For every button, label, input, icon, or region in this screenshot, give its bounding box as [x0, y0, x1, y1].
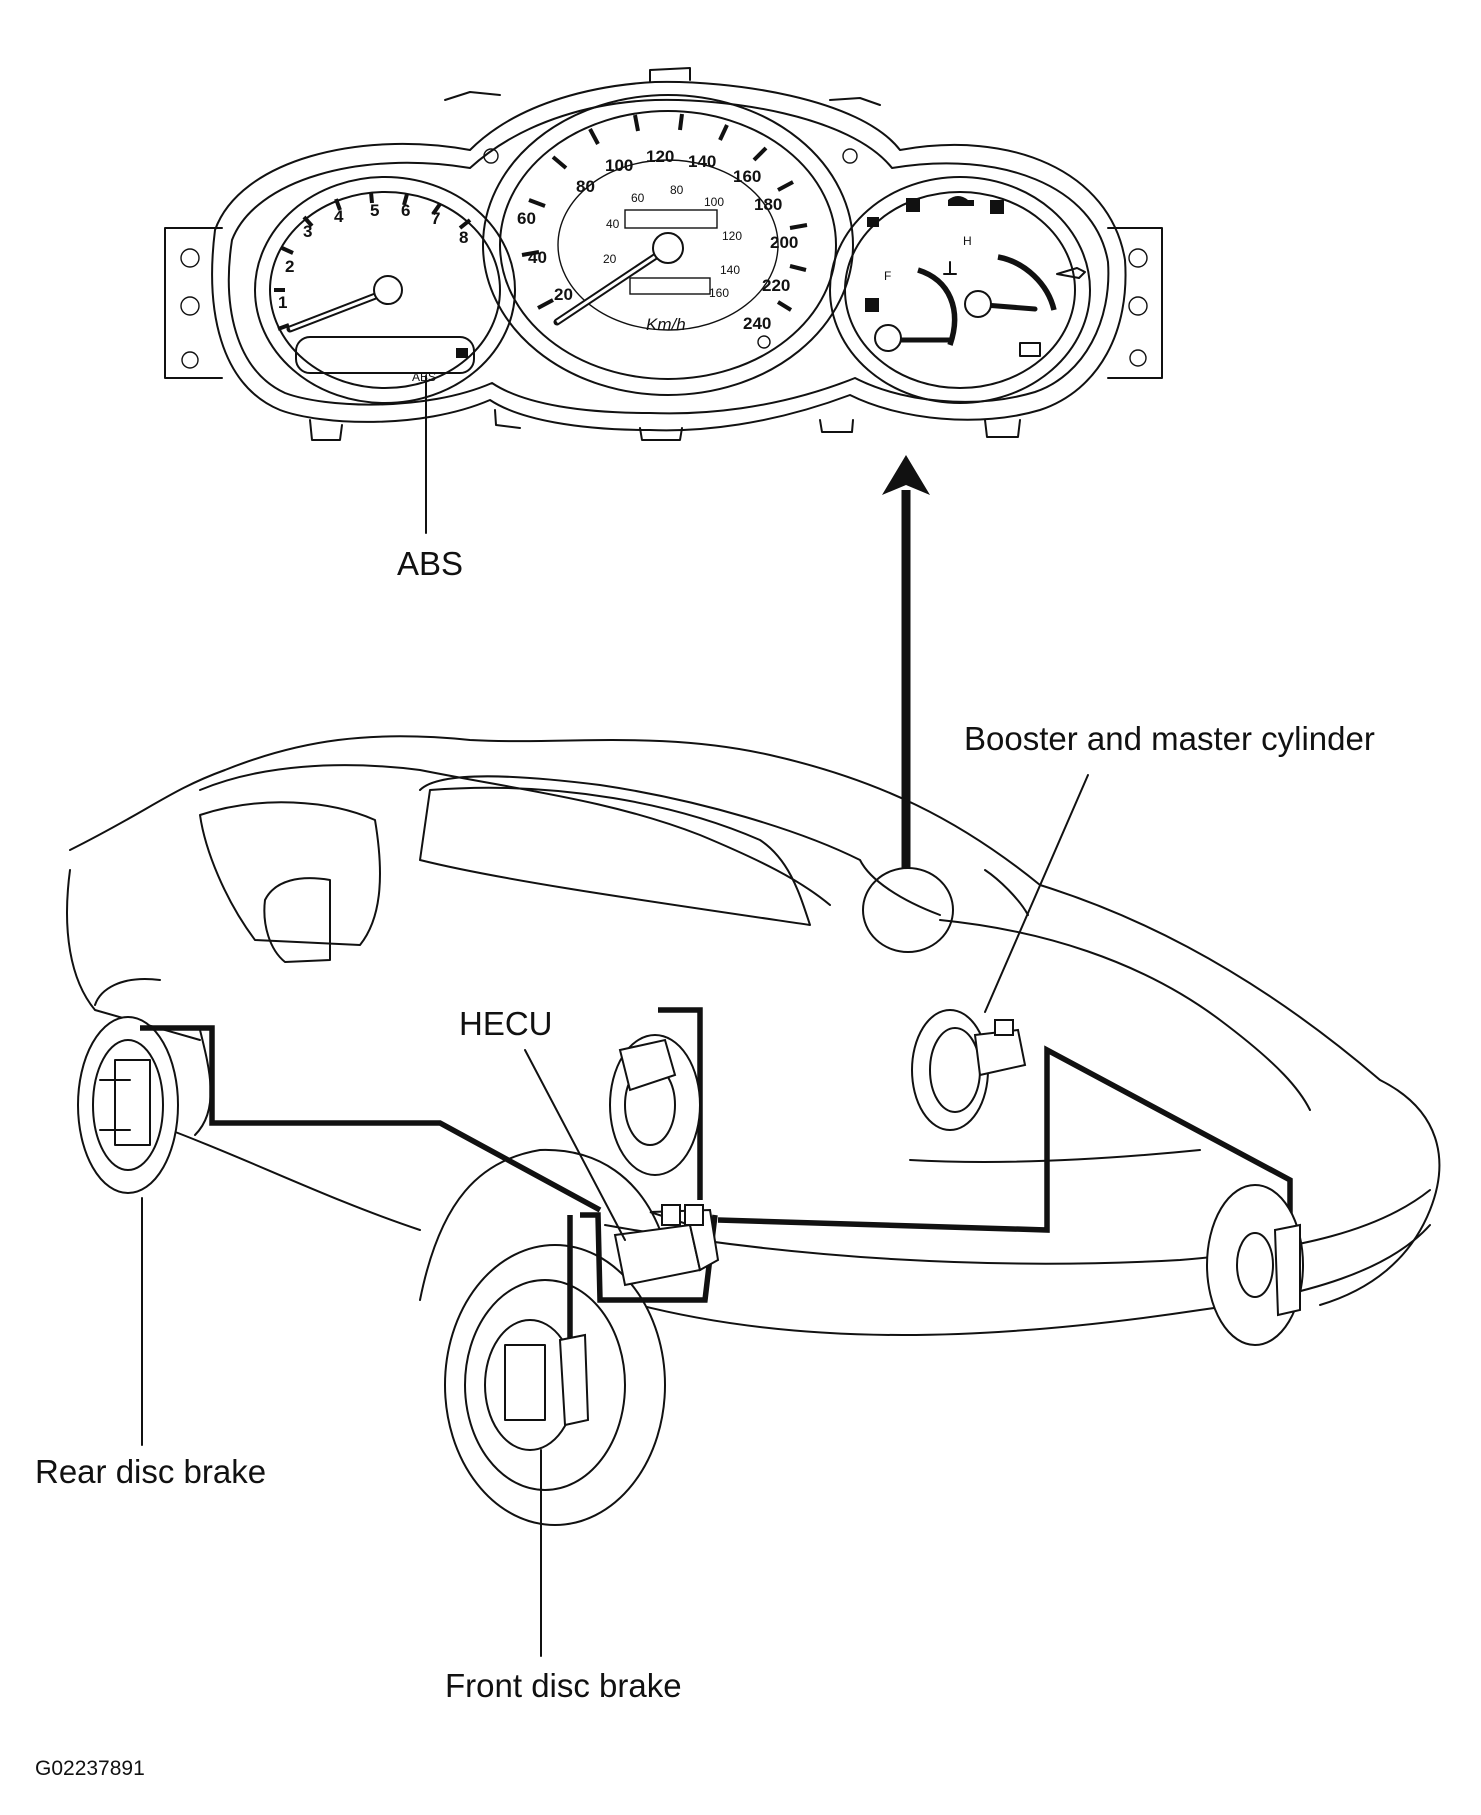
- front-right-disc-brake: [1206, 1184, 1304, 1346]
- hecu-label[interactable]: HECU: [459, 1005, 553, 1042]
- temp-hot-mark: H: [963, 234, 972, 248]
- speed-mark-20: 20: [554, 285, 573, 304]
- hecu-unit[interactable]: [613, 1204, 720, 1287]
- callout-circle: [862, 867, 954, 953]
- odometer-window: [624, 209, 718, 229]
- speed-mark-160: 160: [733, 167, 761, 186]
- mph-mark-160: 160: [709, 286, 729, 300]
- mph-mark-120: 120: [722, 229, 742, 243]
- speed-mark-100: 100: [605, 156, 633, 175]
- tach-mark-6: 6: [401, 201, 410, 220]
- booster-label[interactable]: Booster and master cylinder: [964, 720, 1375, 757]
- mph-mark-80: 80: [670, 183, 684, 197]
- speed-mark-140: 140: [688, 152, 716, 171]
- mph-mark-60: 60: [631, 191, 645, 205]
- instrument-cluster: 1 2 3 4 5 6 7 8 ABS: [164, 67, 1163, 441]
- speed-mark-200: 200: [770, 233, 798, 252]
- warning-icon-left: [867, 217, 879, 227]
- speed-mark-80: 80: [576, 177, 595, 196]
- speed-mark-40: 40: [528, 248, 547, 267]
- figure-id: G02237891: [35, 1757, 145, 1780]
- brake-lines: [140, 1007, 1293, 1355]
- tach-mark-7: 7: [431, 209, 440, 228]
- speed-mark-60: 60: [517, 209, 536, 228]
- trip-odometer-window: [629, 277, 711, 295]
- front-brake-label[interactable]: Front disc brake: [445, 1667, 682, 1704]
- mph-mark-100: 100: [704, 195, 724, 209]
- mph-mark-40: 40: [606, 217, 620, 231]
- fuel-full-mark: F: [884, 269, 891, 283]
- warning-lamp-strip: [295, 336, 475, 374]
- trip-reset-knob: [757, 335, 771, 349]
- coolant-icon: [943, 261, 957, 275]
- seatbelt-warning-icon: [990, 200, 1004, 214]
- fuel-pump-icon: [865, 298, 879, 312]
- front-left-caliper: [558, 1333, 590, 1427]
- tach-mark-3: 3: [303, 222, 312, 241]
- tach-mark-4: 4: [334, 207, 344, 226]
- booster-leader-line: [984, 774, 1089, 1013]
- oil-warning-icon: [1056, 267, 1086, 279]
- car-body: [66, 735, 1441, 1526]
- mph-mark-140: 140: [720, 263, 740, 277]
- fuel-warning-icon: [906, 198, 920, 212]
- speed-mark-220: 220: [762, 276, 790, 295]
- speed-mark-240: 240: [743, 314, 771, 333]
- tach-mark-5: 5: [370, 201, 379, 220]
- mph-mark-20: 20: [603, 252, 617, 266]
- tach-mark-1: 1: [278, 293, 287, 312]
- tachometer-ticks: [274, 191, 472, 331]
- brake-lamp-icon: [456, 348, 468, 358]
- rear-brake-label[interactable]: Rear disc brake: [35, 1453, 266, 1490]
- abs-lamp: ABS: [412, 370, 436, 384]
- booster-master-cylinder[interactable]: [911, 1009, 1027, 1131]
- speed-mark-120: 120: [646, 147, 674, 166]
- callout-arrow: [862, 455, 954, 953]
- front-tire: [444, 1244, 666, 1526]
- hecu-leader-line: [524, 1049, 626, 1241]
- tach-mark-8: 8: [459, 228, 468, 247]
- tach-mark-2: 2: [285, 257, 294, 276]
- door-warning-icon: [948, 196, 974, 206]
- speed-mark-180: 180: [754, 195, 782, 214]
- abs-label: ABS: [397, 545, 463, 582]
- rear-right-disc-brake: [609, 1034, 701, 1176]
- speedometer-ticks: [521, 113, 808, 312]
- speed-unit: Km/h: [646, 315, 686, 334]
- battery-warning-icon: [1019, 342, 1041, 357]
